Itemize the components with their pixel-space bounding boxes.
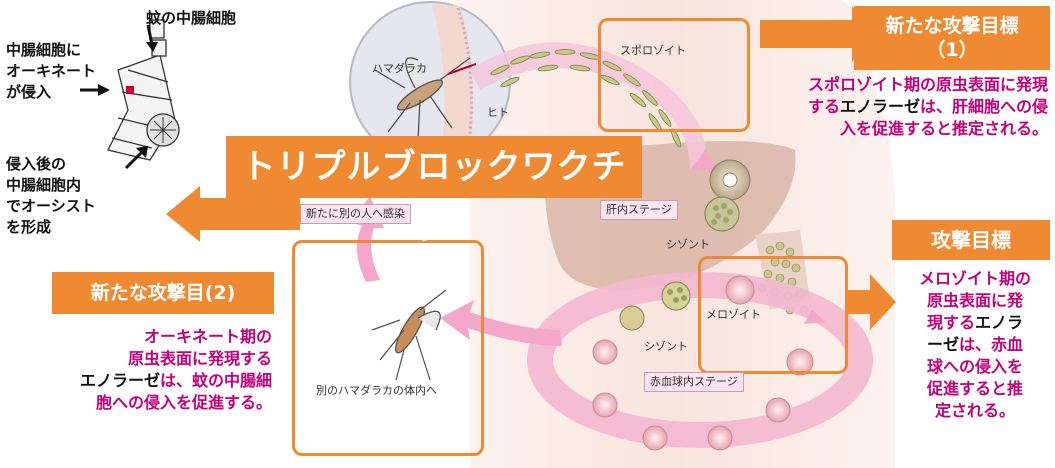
target1-header: 新たな攻撃目標 （1） <box>854 6 1050 70</box>
label-merozoite: メロゾイト <box>706 308 761 322</box>
ookinete-invasion-label: 中腸細胞に オーキネート が侵入 <box>6 40 96 103</box>
vaccine-title: トリプルブロックワクチン <box>226 136 642 198</box>
target1-description: スポロゾイト期の原虫表面に発現 するエノラーゼは、肝細胞への侵 入を促進すると推… <box>748 74 1048 140</box>
label-schizont-liver: シゾント <box>666 238 710 252</box>
oocyst-formation-label: 侵入後の 中腸細胞内 でオーシスト を形成 <box>6 154 96 238</box>
frame-ookinete <box>292 240 484 456</box>
target2-header: 新たな攻撃目(2) <box>52 272 274 314</box>
frame-sporozoite <box>598 18 750 132</box>
target-main-description: メロゾイト期の 原虫表面に発 現するエノラ ーゼは、赤血 球への侵入を 促進する… <box>898 268 1052 422</box>
gut-cell-label: 蚊の中腸細胞 <box>146 8 236 29</box>
label-mosquito: ハマダラカ <box>372 62 427 76</box>
label-liver-stage: 肝内ステージ <box>600 200 678 220</box>
label-new-infection: 新たに別の人へ感染 <box>300 204 411 224</box>
target-main-header: 攻撃目標 <box>892 220 1050 260</box>
mosquito-gut <box>108 20 179 160</box>
label-rbc-stage: 赤血球内ステージ <box>644 372 744 392</box>
target2-description: オーキネート期の 原虫表面に発現する エノラーゼは、蚊の中腸細 胞への侵入を促進… <box>18 326 272 414</box>
label-sporozoite: スポロゾイト <box>620 44 686 58</box>
label-human: ヒト <box>487 106 509 120</box>
label-schizont-blood: シゾント <box>644 340 688 354</box>
label-other-mosquito: 別のハマダラカの体内へ <box>316 384 437 398</box>
